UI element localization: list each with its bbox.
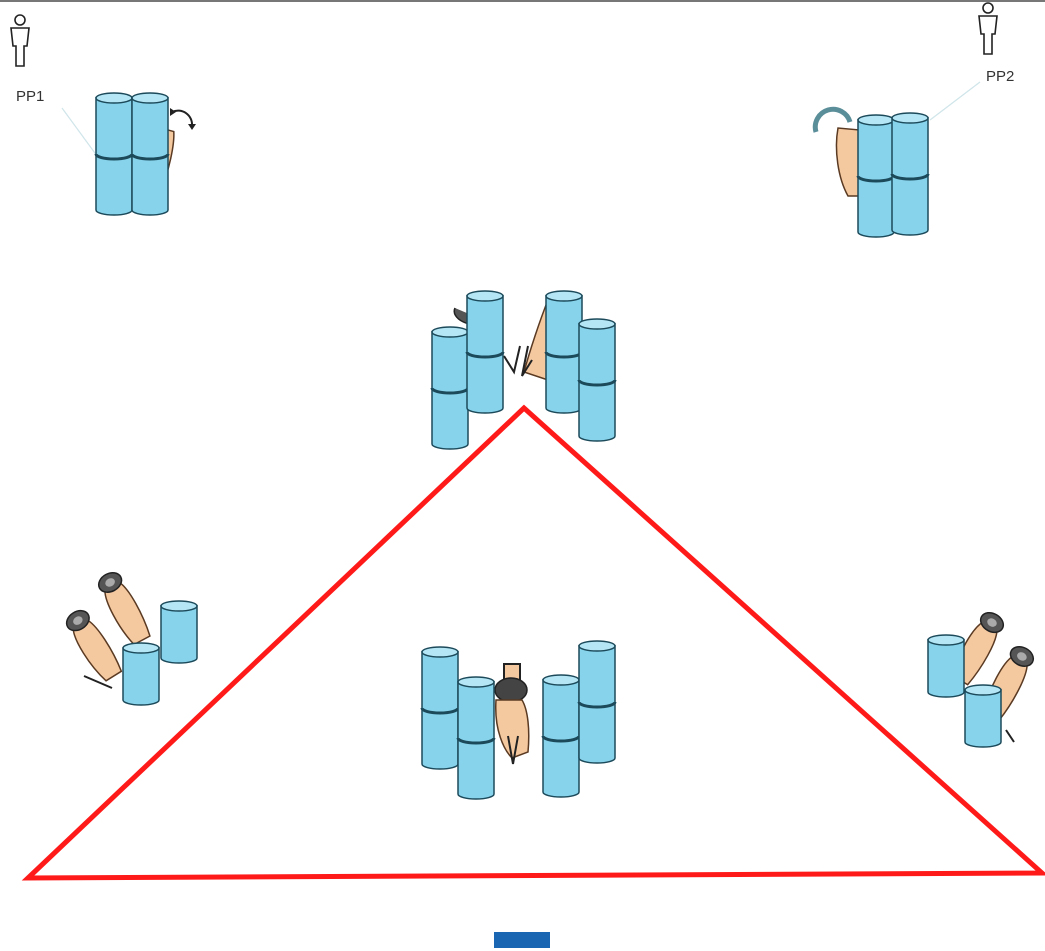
person-icon-left: [10, 14, 30, 67]
center-cylinder-group: [420, 639, 617, 801]
top-center-cylinder-group: [430, 289, 617, 451]
rotate-arrow-icon: [171, 109, 194, 127]
pp2-cylinder-group: [812, 106, 930, 239]
left-cylinder-group: [61, 567, 198, 706]
pp1-cylinder-group: [94, 91, 196, 217]
blue-marker: [494, 932, 550, 948]
right-cylinder-group: [927, 607, 1039, 748]
pp2-leader-line: [929, 81, 981, 121]
curve-arrow-icon: [812, 106, 853, 133]
label-pp2: PP2: [986, 68, 1014, 85]
red-triangle: [21, 404, 1045, 881]
pp1-leader-line: [61, 107, 101, 161]
person-icon-right: [978, 2, 998, 55]
label-pp1: PP1: [16, 88, 44, 105]
